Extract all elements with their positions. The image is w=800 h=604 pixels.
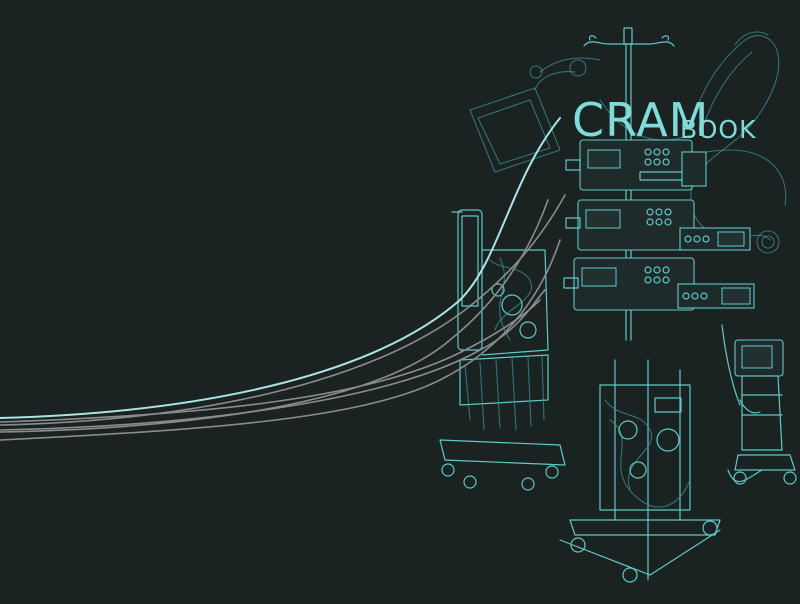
infusion-pump-icon (563, 139, 755, 311)
logo-book-text: BOOK (680, 115, 756, 144)
logo-cram-text: CRAM (572, 93, 709, 147)
blood-pressure-cuff-icon (469, 57, 601, 173)
crambook-logo: CRAM BOOK (572, 93, 756, 147)
dialysis-machine-icon (439, 209, 566, 491)
ecmo-cart-icon (559, 359, 721, 583)
tubing-lines (0, 117, 566, 441)
ventilator-icon (721, 324, 797, 485)
